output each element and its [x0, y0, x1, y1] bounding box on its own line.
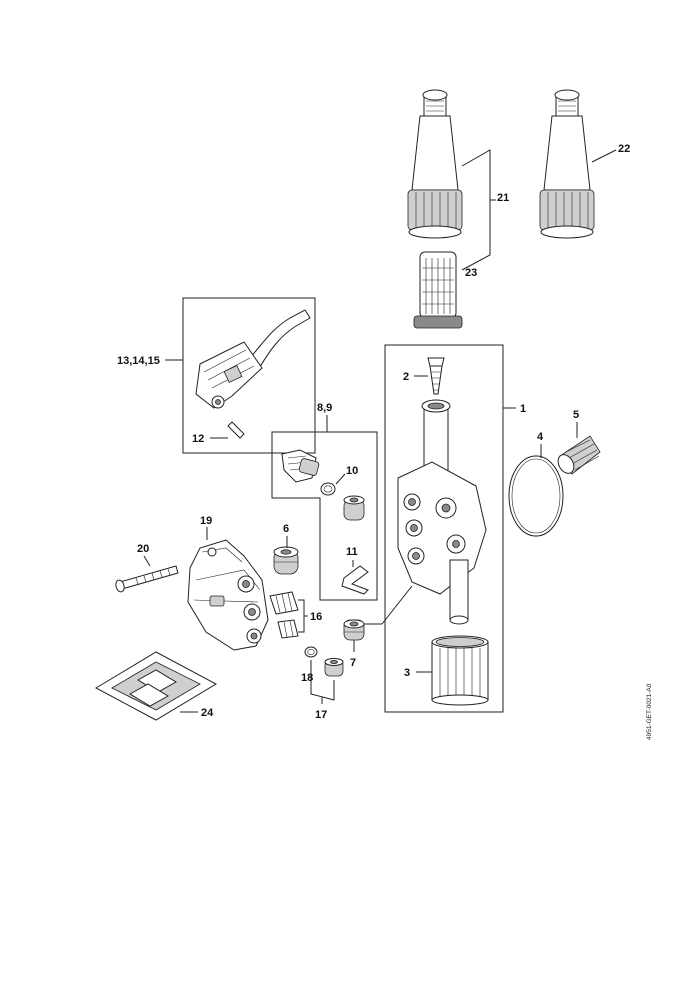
part-4-o-ring	[508, 455, 564, 537]
callout-12: 12	[192, 433, 204, 445]
callout-6: 6	[283, 523, 289, 535]
callout-17: 17	[315, 709, 327, 721]
leader-1-to-7	[381, 585, 413, 625]
part-23-filter-cartridge	[413, 251, 463, 329]
callout-1: 1	[520, 403, 526, 415]
part-24-seal-kit	[94, 651, 218, 721]
part-3-strainer	[431, 635, 489, 706]
callout-24: 24	[201, 707, 214, 719]
part-10-o-ring	[320, 482, 336, 496]
part-11-clip	[341, 565, 369, 595]
part-19-pump-head	[187, 539, 269, 651]
callout-23: 23	[465, 267, 477, 279]
part-1-pump-housing	[397, 399, 487, 625]
part-8-valve	[281, 449, 320, 483]
leader-10	[335, 473, 346, 485]
part-2-screw	[427, 357, 445, 395]
part-20-bolt	[115, 565, 179, 593]
callout-21: 21	[497, 192, 509, 204]
callout-20: 20	[137, 543, 149, 555]
callout-10: 10	[346, 465, 358, 477]
callout-5: 5	[573, 409, 579, 421]
part-17-valve-seat	[324, 658, 344, 677]
part-18-o-ring	[304, 646, 318, 658]
part-13-hose-assembly	[195, 309, 311, 409]
part-9-valve-seat	[343, 495, 365, 521]
callout-4: 4	[537, 431, 544, 443]
callout-18: 18	[301, 672, 313, 684]
callout-13-14-15: 13,14,15	[117, 355, 160, 367]
leader-22	[591, 149, 617, 163]
callout-8-9: 8,9	[317, 402, 332, 414]
group-box-13-14-15	[182, 297, 316, 454]
group-box-8-9	[271, 431, 378, 601]
callout-2: 2	[403, 371, 409, 383]
callout-7: 7	[350, 657, 356, 669]
reference-code: 4951-GET-0021-A0	[646, 683, 653, 740]
callout-16: 16	[310, 611, 322, 623]
callout-19: 19	[200, 515, 212, 527]
bracket-17-18	[310, 660, 335, 704]
part-22-filter-housing	[539, 89, 595, 239]
part-7-valve-seat	[343, 619, 365, 641]
group-box-1	[384, 344, 504, 713]
part-5-spring	[557, 435, 601, 475]
part-21-filter-housing	[407, 89, 463, 239]
leader-20	[143, 555, 151, 567]
part-12-clip	[227, 421, 245, 439]
part-6-bushing	[273, 546, 299, 575]
callout-22: 22	[618, 143, 630, 155]
callout-3: 3	[404, 667, 410, 679]
callout-11: 11	[346, 546, 358, 558]
bracket-16	[298, 599, 308, 633]
part-16-valve-pair	[269, 591, 299, 639]
bracket-21-23	[461, 149, 496, 271]
leader-7	[353, 623, 382, 652]
